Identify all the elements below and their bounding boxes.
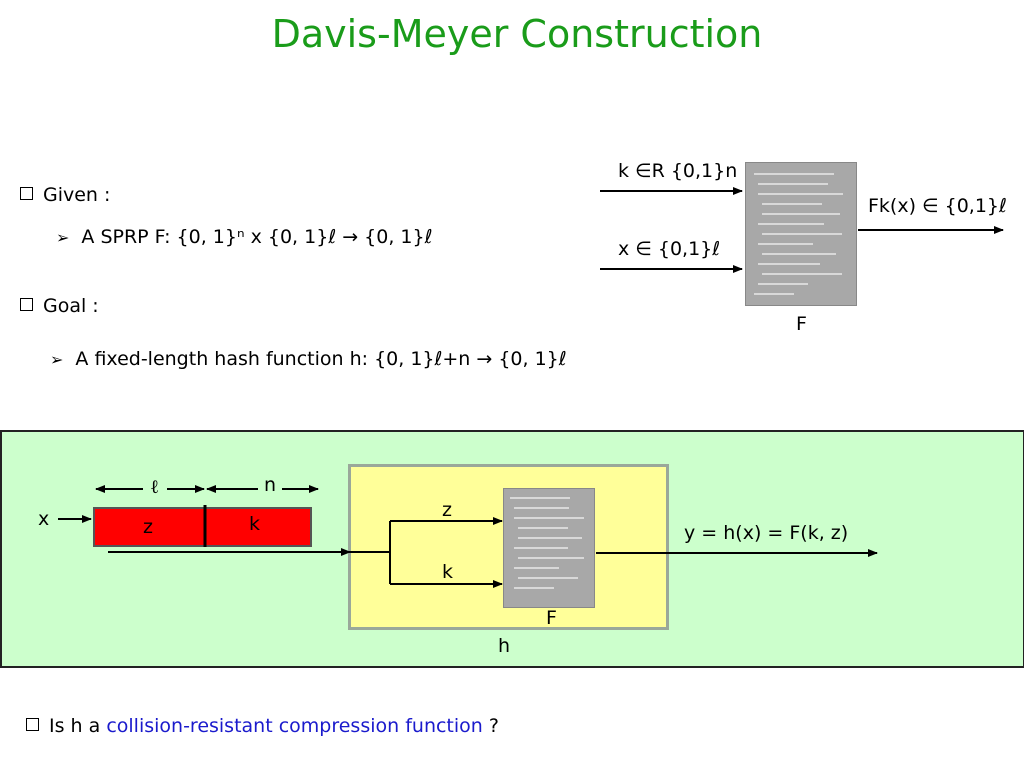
input-bar xyxy=(93,507,312,547)
hash-text: A fixed-length hash function h: {0, 1}ℓ+… xyxy=(75,348,567,370)
sprp-text: A SPRP F: {0, 1}ⁿ x {0, 1}ℓ → {0, 1}ℓ xyxy=(81,226,433,248)
k-segment-label: k xyxy=(249,513,261,535)
sprp-f-box xyxy=(745,162,857,306)
given-label: Given : xyxy=(43,184,111,206)
checkbox-icon xyxy=(20,187,33,200)
output-label: Fk(x) ∈ {0,1}ℓ xyxy=(868,195,1007,217)
x-input-label: x ∈ {0,1}ℓ xyxy=(618,238,721,260)
key-input-label: k ∈R {0,1}n xyxy=(618,160,738,182)
z-segment-label: z xyxy=(143,516,153,538)
question-prefix: Is h a xyxy=(49,715,107,737)
sprp-bullet: ➢ A SPRP F: {0, 1}ⁿ x {0, 1}ℓ → {0, 1}ℓ xyxy=(56,226,432,248)
hash-bullet: ➢ A fixed-length hash function h: {0, 1}ℓ… xyxy=(50,348,567,370)
goal-label: Goal : xyxy=(43,295,99,317)
z-input-label: z xyxy=(442,499,452,521)
output-equation: y = h(x) = F(k, z) xyxy=(684,522,849,544)
question-highlight: collision-resistant compression function xyxy=(106,715,483,737)
k-input-label: k xyxy=(442,561,454,583)
checkbox-icon xyxy=(20,298,33,311)
question-bullet: Is h a collision-resistant compression f… xyxy=(26,715,499,737)
f-box xyxy=(503,488,595,608)
page-title: Davis-Meyer Construction xyxy=(271,12,763,56)
arrow-bullet-icon: ➢ xyxy=(50,350,64,369)
arrow-bullet-icon: ➢ xyxy=(56,228,70,247)
ell-label: ℓ xyxy=(150,476,160,498)
goal-bullet: Goal : xyxy=(20,295,99,317)
question-suffix: ? xyxy=(482,715,499,737)
f-label: F xyxy=(546,607,557,629)
x-label: x xyxy=(38,508,50,530)
checkbox-icon xyxy=(26,718,39,731)
f-box-label: F xyxy=(796,313,807,335)
h-label: h xyxy=(498,635,511,657)
n-label: n xyxy=(264,474,277,496)
given-bullet: Given : xyxy=(20,184,110,206)
